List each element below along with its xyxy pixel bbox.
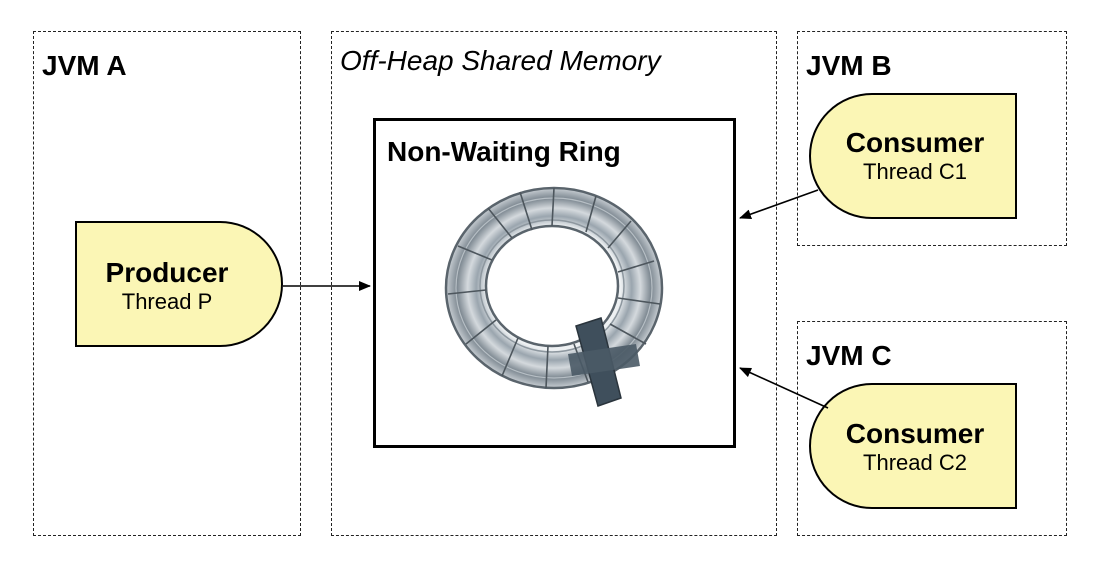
consumer-c2-node: Consumer Thread C2 (809, 383, 1017, 509)
producer-title: Producer (105, 257, 229, 288)
consumer-c1-node: Consumer Thread C1 (809, 93, 1017, 219)
jvm-a-region: JVM A (33, 31, 301, 536)
ring-buffer-box: Non-Waiting Ring (373, 118, 736, 448)
consumer-c1-thread-label: Thread C1 (863, 159, 967, 184)
ring-buffer-title: Non-Waiting Ring (387, 136, 621, 167)
jvm-b-title: JVM B (806, 50, 892, 81)
producer-thread-label: Thread P (121, 289, 213, 314)
consumer-c1-title: Consumer (845, 127, 985, 158)
offheap-memory-region: Off-Heap Shared Memory (331, 31, 777, 536)
producer-node: Producer Thread P (75, 221, 283, 347)
consumer-c2-thread-label: Thread C2 (863, 450, 967, 475)
jvm-c-region: JVM C (797, 321, 1067, 536)
jvm-c-title: JVM C (806, 340, 892, 371)
jvm-a-title: JVM A (42, 50, 127, 81)
ring-tube-icon (444, 186, 664, 407)
offheap-memory-title: Off-Heap Shared Memory (340, 45, 661, 76)
consumer-c2-title: Consumer (845, 418, 985, 449)
jvm-b-region: JVM B (797, 31, 1067, 246)
